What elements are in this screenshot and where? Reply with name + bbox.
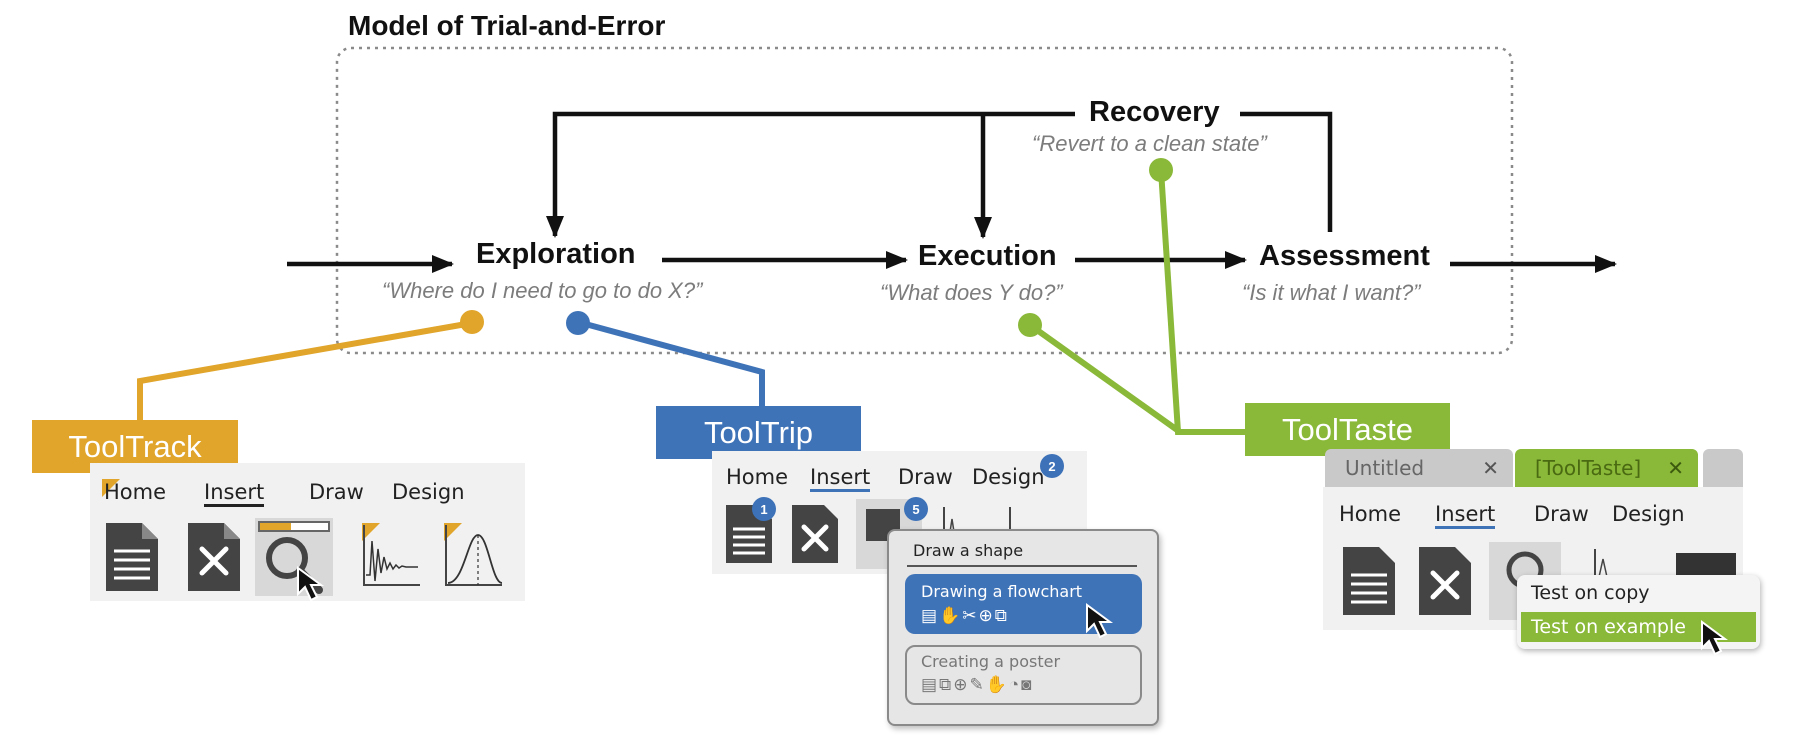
tooltrack-connector	[137, 310, 484, 420]
popup-title: Draw a shape	[913, 541, 1024, 560]
search-button[interactable]	[255, 518, 333, 596]
model-boundary	[335, 46, 1514, 355]
tooltrack-ribbon: Home Insert Draw Design	[90, 463, 525, 602]
cursor-icon	[297, 566, 325, 602]
history-marker-icon	[362, 523, 380, 541]
step-badge: 1	[752, 497, 776, 521]
tooltaste-connector	[1018, 158, 1250, 435]
tooltrip-popup: Draw a shape Drawing a flowchart ▤✋✂⊕⧉ C…	[887, 529, 1159, 726]
stage-assessment: Assessment	[1259, 240, 1430, 272]
tab-draw[interactable]: Draw	[309, 480, 364, 504]
shape-icon[interactable]	[1676, 553, 1736, 575]
tab-draw[interactable]: Draw	[898, 465, 953, 489]
cursor-icon	[1086, 603, 1114, 639]
tool-sequence-icons: ▤⧉⊕✎✋◔◙	[921, 675, 1034, 694]
document-icon[interactable]	[106, 523, 158, 591]
tab-design[interactable]: Design	[1612, 502, 1685, 526]
tab-design[interactable]: Design	[972, 465, 1045, 489]
tooltrack-label: ToolTrack	[32, 420, 238, 473]
stage-execution: Execution	[918, 240, 1057, 272]
tab-label: Untitled	[1345, 456, 1425, 480]
step-badge: 2	[1040, 454, 1064, 478]
tab-home[interactable]: Home	[104, 480, 167, 504]
stage-exploration: Exploration	[476, 238, 636, 270]
quote-exploration: “Where do I need to go to do X?”	[382, 278, 703, 303]
distribution-chart-icon[interactable]	[444, 523, 504, 587]
close-icon[interactable]: ✕	[1667, 456, 1684, 480]
tab-home[interactable]: Home	[1339, 502, 1402, 526]
tab-untitled[interactable]: Untitled ✕	[1325, 449, 1513, 487]
option-drawing-flowchart[interactable]: Drawing a flowchart ▤✋✂⊕⧉	[905, 574, 1142, 634]
option-label: Creating a poster	[921, 652, 1061, 671]
tool-sequence-icons: ▤✋✂⊕⧉	[921, 606, 1009, 625]
tooltrip-label: ToolTrip	[656, 406, 861, 459]
tooltrip-connector	[566, 311, 765, 408]
tab-design[interactable]: Design	[392, 480, 465, 504]
tab-insert[interactable]: Insert	[204, 480, 265, 507]
tab-label: [ToolTaste]	[1535, 456, 1642, 480]
delete-file-icon[interactable]	[792, 505, 838, 563]
recovery-line-right	[1240, 111, 1333, 232]
delete-file-icon[interactable]	[188, 523, 240, 591]
stage-recovery: Recovery	[1089, 96, 1220, 128]
quote-recovery: “Revert to a clean state”	[1032, 131, 1267, 156]
close-icon[interactable]: ✕	[1482, 456, 1499, 480]
usage-bar	[258, 521, 330, 532]
tooltaste-context-menu: Test on copy Test on example	[1517, 575, 1760, 649]
new-tab-button[interactable]	[1703, 449, 1743, 487]
tab-home[interactable]: Home	[726, 465, 789, 489]
waveform-chart-icon[interactable]	[362, 523, 422, 587]
quote-assessment: “Is it what I want?”	[1242, 280, 1421, 305]
recovery-line-left	[546, 111, 1075, 238]
step-badge: 5	[904, 497, 928, 521]
diagram-title: Model of Trial-and-Error	[348, 10, 666, 41]
menu-item-test-on-copy[interactable]: Test on copy	[1531, 582, 1650, 604]
tab-insert[interactable]: Insert	[1435, 502, 1496, 529]
tooltaste-label: ToolTaste	[1245, 403, 1450, 456]
delete-file-icon[interactable]	[1419, 547, 1471, 615]
tab-draw[interactable]: Draw	[1534, 502, 1589, 526]
document-icon[interactable]	[1343, 547, 1395, 615]
option-creating-poster[interactable]: Creating a poster ▤⧉⊕✎✋◔◙	[905, 645, 1142, 705]
history-marker-icon	[102, 479, 120, 497]
tab-tooltaste[interactable]: [ToolTaste] ✕	[1515, 449, 1698, 487]
history-marker-icon	[444, 523, 462, 541]
option-label: Drawing a flowchart	[921, 582, 1083, 601]
quote-execution: “What does Y do?”	[880, 280, 1063, 305]
popup-divider	[907, 565, 1137, 567]
tab-insert[interactable]: Insert	[810, 465, 871, 492]
cursor-icon	[1701, 620, 1729, 656]
